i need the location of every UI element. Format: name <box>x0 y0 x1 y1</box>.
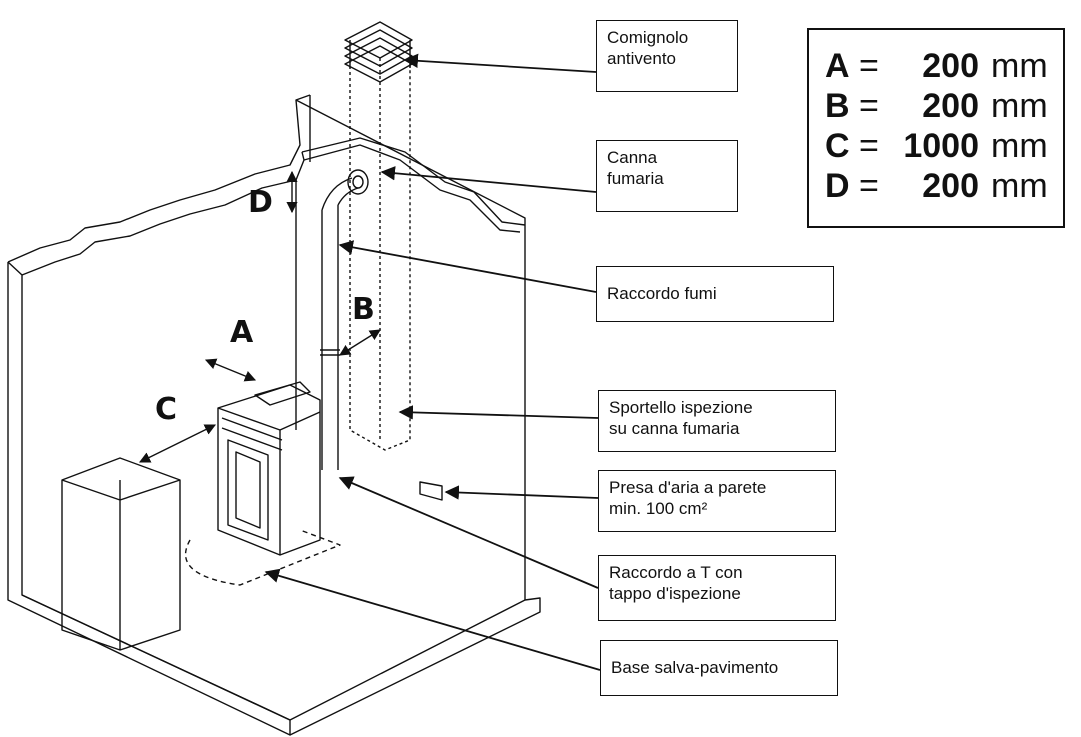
legend-letter: B <box>825 87 850 125</box>
legend-unit: mm <box>991 167 1048 205</box>
smoke-pipe <box>321 177 359 470</box>
legend-unit: mm <box>991 87 1048 125</box>
legend-row-a: A= 200 mm <box>825 46 1063 86</box>
callout-canna-fumaria: Canna fumaria <box>596 140 738 212</box>
legend-value: 200 <box>922 167 979 205</box>
flue-shaft <box>349 55 411 451</box>
stove-body <box>217 384 321 556</box>
callout-base: Base salva-pavimento <box>600 640 838 696</box>
dimension-label-a: A <box>230 315 254 350</box>
legend-equals: = <box>859 167 879 205</box>
floor <box>21 594 526 721</box>
dimension-label-d: D <box>248 185 273 220</box>
dimension-label-b: B <box>352 292 375 327</box>
legend-letter: C <box>825 127 850 165</box>
legend-letter: D <box>825 167 850 205</box>
left-wall-top <box>7 94 311 263</box>
back-wall-top <box>295 99 526 600</box>
legend-row-d: D= 200 mm <box>825 166 1063 206</box>
legend-value: 200 <box>922 87 979 125</box>
legend-value: 200 <box>922 47 979 85</box>
legend-row-c: C= 1000 mm <box>825 126 1063 166</box>
legend-row-b: B= 200 mm <box>825 86 1063 126</box>
callout-presa-aria: Presa d'aria a parete min. 100 cm² <box>598 470 836 532</box>
floor-base <box>184 529 341 586</box>
legend-equals: = <box>859 47 879 85</box>
cabinet <box>61 457 181 651</box>
legend-unit: mm <box>991 47 1048 85</box>
dimension-label-c: C <box>155 392 178 427</box>
legend-unit: mm <box>991 127 1048 165</box>
wall-vent <box>419 481 443 501</box>
callout-comignolo: Comignolo antivento <box>596 20 738 92</box>
callout-raccordo-fumi: Raccordo fumi <box>596 266 834 322</box>
legend-letter: A <box>825 47 850 85</box>
chimney-cap <box>344 21 413 83</box>
callout-raccordo-t: Raccordo a T con tappo d'ispezione <box>598 555 836 621</box>
legend-equals: = <box>859 87 879 125</box>
legend-equals: = <box>859 127 879 165</box>
callout-sportello: Sportello ispezione su canna fumaria <box>598 390 836 452</box>
legend-value: 1000 <box>903 127 979 165</box>
